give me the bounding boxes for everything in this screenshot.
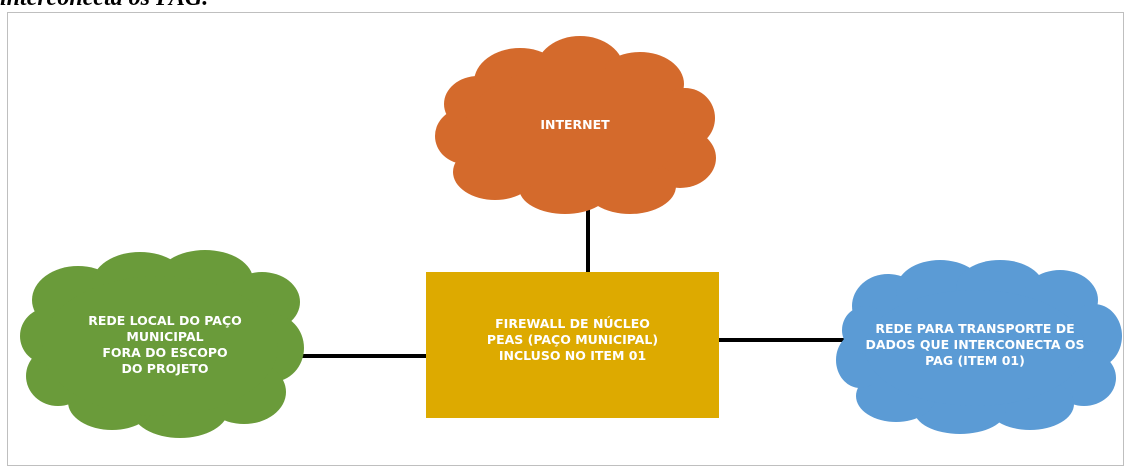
transport-label-line-2: DADOS QUE INTERCONECTA OS	[865, 337, 1085, 352]
firewall-label-line-2: PEAS (PAÇO MUNICIPAL)	[486, 332, 659, 347]
transport-label-line-1: REDE PARA TRANSPORTE DE	[875, 321, 1075, 336]
lan-label-line-2: MUNICIPAL	[126, 329, 204, 344]
transport-cloud	[836, 260, 1122, 434]
transport-label-line-3: PAG (ITEM 01)	[925, 353, 1025, 368]
firewall-label-line-1: FIREWALL DE NÚCLEO	[495, 316, 650, 331]
firewall-label: FIREWALL DE NÚCLEO PEAS (PAÇO MUNICIPAL)…	[426, 305, 719, 375]
internet-cloud	[435, 36, 716, 214]
lan-label: REDE LOCAL DO PAÇO MUNICIPAL FORA DO ESC…	[50, 302, 280, 388]
lan-label-line-3: FORA DO ESCOPO	[102, 345, 228, 360]
lan-cloud	[20, 250, 304, 438]
lan-label-line-4: DO PROJETO	[121, 361, 209, 376]
internet-label-line-1: INTERNET	[540, 117, 610, 132]
firewall-box	[426, 272, 719, 418]
internet-label: INTERNET	[475, 110, 675, 140]
transport-label: REDE PARA TRANSPORTE DE DADOS QUE INTERC…	[850, 318, 1100, 372]
firewall-label-line-3: INCLUSO NO ITEM 01	[498, 348, 647, 363]
lan-label-line-1: REDE LOCAL DO PAÇO	[88, 313, 242, 328]
page-heading: interconecta os PAG.	[0, 0, 208, 12]
